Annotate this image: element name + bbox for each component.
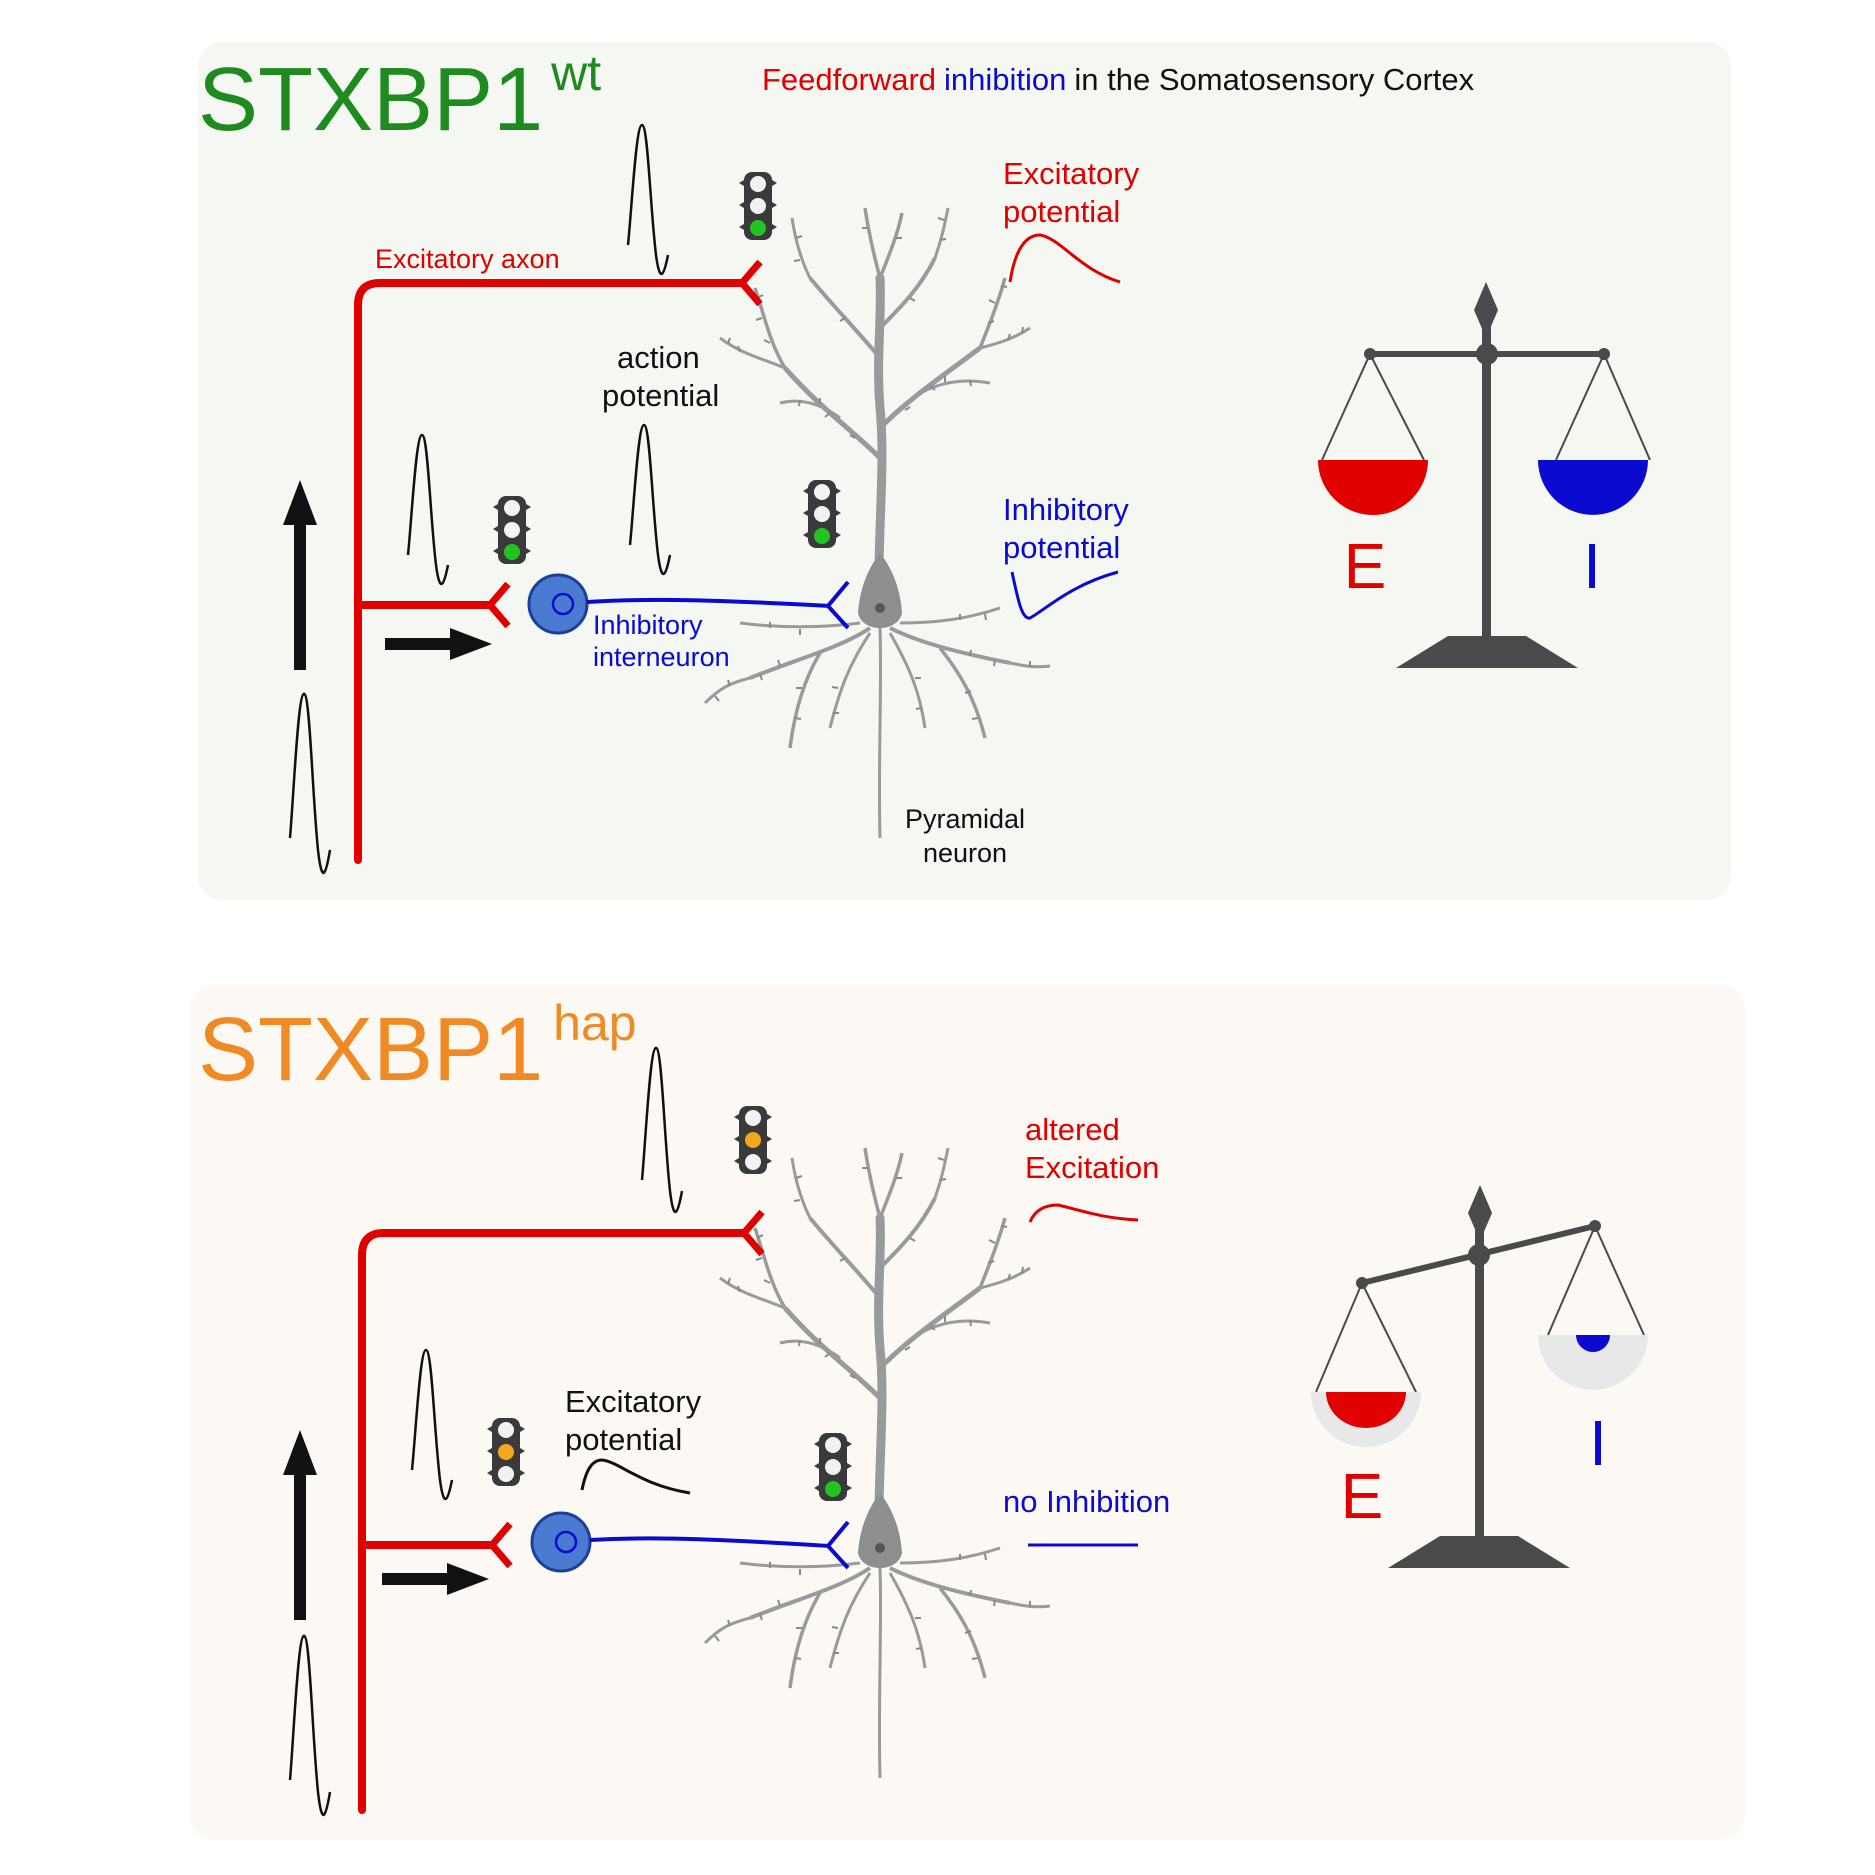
- top-title-main: STXBP1: [198, 50, 543, 150]
- e-pan-fill-bottom: [1326, 1392, 1406, 1428]
- altered-excitation-label-1: altered: [1025, 1112, 1120, 1147]
- bottom-excitatory-potential-trace: [580, 1458, 691, 1495]
- inhibitory-interneuron-bottom: [530, 1511, 592, 1573]
- bottom-panel-background: [190, 985, 1745, 1840]
- right-arrow-head-bottom: [447, 1563, 489, 1595]
- scale-e-label-top: E: [1344, 530, 1387, 602]
- bottom-title-superscript: hap: [553, 995, 636, 1051]
- top-panel-background: [198, 42, 1731, 900]
- e-pan-top: [1318, 460, 1428, 515]
- traffic-light-interneuron-bottom: [487, 1418, 525, 1486]
- interneuron-nucleus-top: [551, 592, 575, 616]
- altered-excitation-label-2: Excitation: [1025, 1150, 1159, 1185]
- excitatory-axon-bottom: [358, 1229, 746, 1814]
- right-arrow-head-top: [450, 628, 492, 660]
- header-inhibition: inhibition: [944, 62, 1066, 97]
- excitatory-potential-trace-top: [1008, 233, 1121, 284]
- inhibitory-potential-label-1: Inhibitory: [1003, 492, 1129, 527]
- interneuron-label-1: Inhibitory: [593, 610, 703, 640]
- interneuron-label-2: interneuron: [593, 642, 730, 672]
- bottom-title-main: STXBP1: [198, 1000, 543, 1100]
- inhibitory-axon-bottom: [589, 1536, 831, 1548]
- traffic-light-inhibitory-top: [803, 480, 841, 548]
- bottom-excitatory-potential-label-2: potential: [565, 1422, 682, 1457]
- traffic-light-inhibitory-bottom: [814, 1433, 852, 1501]
- traffic-light-excitatory-top: [739, 172, 777, 240]
- excitatory-synapse-top: [737, 259, 763, 307]
- excitatory-potential-label-2: potential: [1003, 194, 1120, 229]
- interneuron-synapse-top: [485, 581, 511, 629]
- traffic-light-interneuron-top: [493, 496, 531, 564]
- pyramidal-label-1: Pyramidal: [905, 804, 1025, 834]
- inhibitory-axon-top: [586, 597, 831, 608]
- balance-scale-top: [1318, 282, 1651, 668]
- pyramidal-label-2: neuron: [923, 838, 1007, 868]
- excitatory-synapse-bottom: [739, 1209, 765, 1257]
- top-title-superscript: wt: [550, 45, 601, 101]
- interneuron-nucleus-bottom: [554, 1530, 578, 1554]
- up-arrow-head-bottom: [283, 1430, 317, 1475]
- scale-i-label-top: I: [1583, 530, 1601, 602]
- altered-excitation-trace: [1028, 1203, 1139, 1223]
- action-potential-label-1: action: [617, 340, 700, 375]
- inhibitory-synapse-top: [825, 580, 850, 630]
- scale-e-label-bottom: E: [1341, 1460, 1384, 1532]
- inhibitory-potential-label-2: potential: [1003, 530, 1120, 565]
- inhibitory-synapse-bottom: [825, 1520, 850, 1570]
- i-pan-fill-bottom: [1576, 1335, 1610, 1352]
- i-pan-bottom: [1538, 1335, 1648, 1390]
- header-feedforward: Feedforward: [762, 62, 936, 97]
- balance-scale-bottom: [1311, 1185, 1648, 1568]
- no-inhibition-label: no Inhibition: [1003, 1484, 1170, 1519]
- header-location: in the Somatosensory Cortex: [1074, 62, 1474, 97]
- excitatory-axon-label: Excitatory axon: [375, 244, 560, 274]
- interneuron-synapse-bottom: [487, 1521, 513, 1569]
- scale-i-label-bottom: I: [1589, 1407, 1607, 1479]
- i-pan-top: [1538, 460, 1648, 515]
- bottom-excitatory-potential-label-1: Excitatory: [565, 1384, 702, 1419]
- traffic-light-excitatory-bottom: [734, 1106, 772, 1174]
- inhibitory-interneuron-top: [527, 573, 589, 635]
- excitatory-potential-label-1: Excitatory: [1003, 156, 1140, 191]
- up-arrow-head-top: [283, 480, 317, 525]
- action-potential-label-2: potential: [602, 378, 719, 413]
- inhibitory-potential-trace-top: [1010, 570, 1119, 620]
- excitatory-axon-top: [354, 279, 744, 864]
